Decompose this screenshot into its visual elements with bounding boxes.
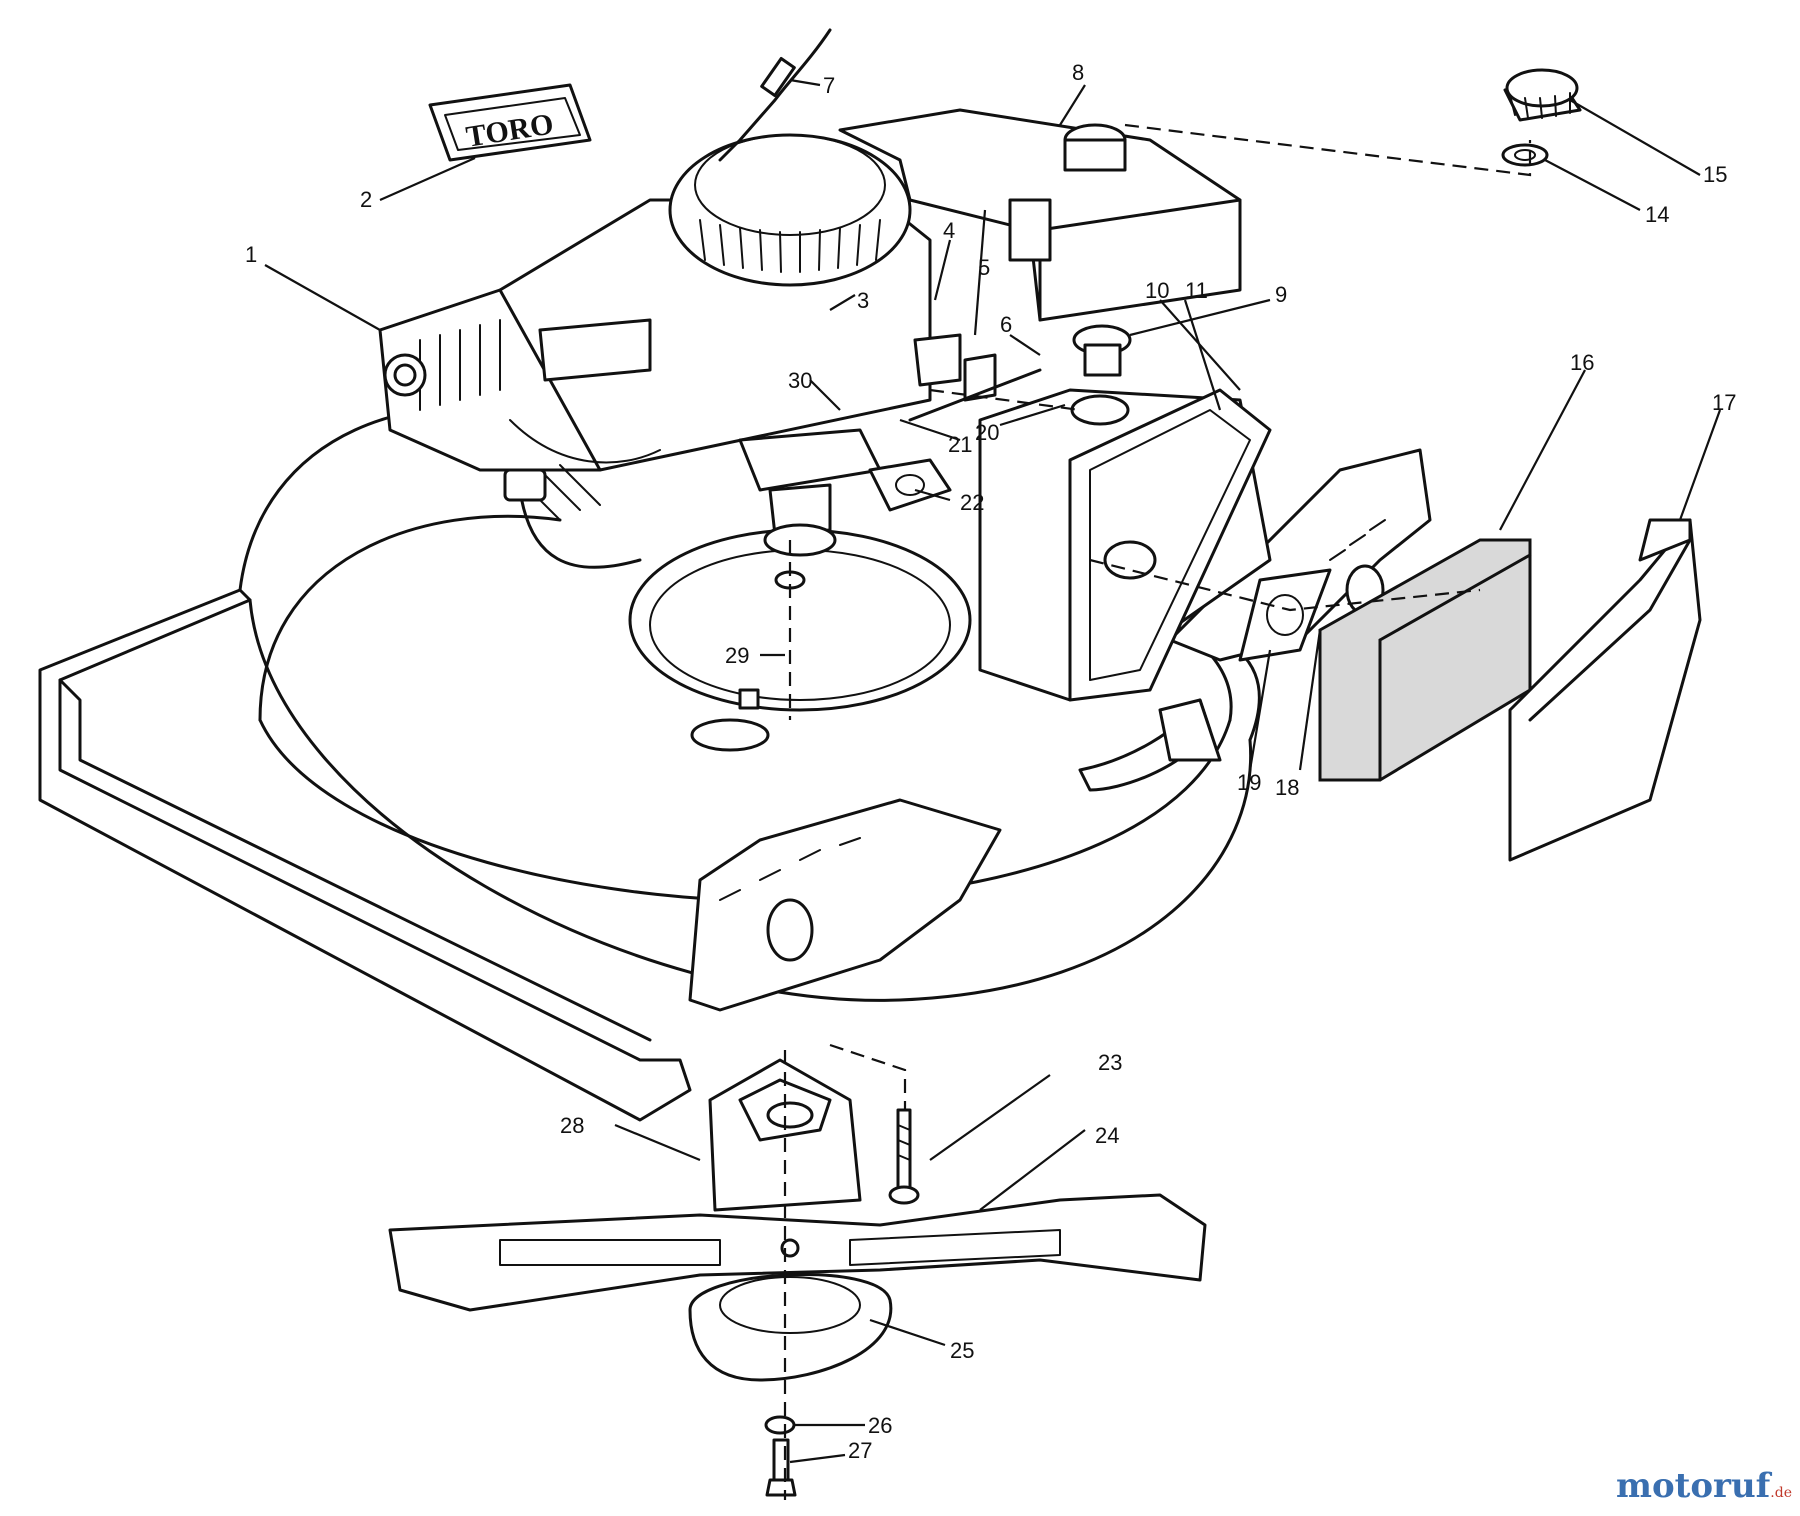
- callout-20: 20: [975, 420, 999, 445]
- blade-bolt-lower: [765, 1438, 797, 1497]
- callout-5: 5: [978, 255, 990, 280]
- air-cleaner-body: [978, 388, 1272, 702]
- callout-27: 27: [848, 1438, 872, 1463]
- toro-emblem: TORO: [428, 83, 592, 162]
- callout-3: 3: [857, 288, 869, 313]
- callout-7: 7: [823, 73, 835, 98]
- leader-lines: [264, 78, 1722, 1464]
- callout-10: 10: [1145, 278, 1169, 303]
- fuel-cap: [1503, 68, 1582, 122]
- carburetor: [738, 428, 882, 590]
- callout-28: 28: [560, 1113, 584, 1138]
- callout-15: 15: [1703, 162, 1727, 187]
- callout-11: 11: [1185, 278, 1208, 303]
- oil-fill-cap: [1072, 324, 1132, 377]
- engine: [378, 133, 932, 569]
- callout-9: 9: [1275, 282, 1287, 307]
- fuel-tank: [838, 108, 1242, 322]
- callout-25: 25: [950, 1338, 974, 1363]
- blade: [388, 1193, 1207, 1312]
- callout-30: 30: [788, 368, 812, 393]
- assembly-lines: [783, 123, 1532, 1500]
- bracket: [908, 333, 1042, 422]
- watermark-suffix: .de: [1770, 1485, 1792, 1501]
- callout-29: 29: [725, 643, 749, 668]
- callout-18: 18: [1275, 775, 1299, 800]
- callout-6: 6: [1000, 312, 1012, 337]
- callout-1: 1: [245, 242, 257, 267]
- callouts: 1 2 3 4 5 6 7 8 9 10 11 14 15 16 17 18 1…: [245, 60, 1736, 1463]
- callout-21: 21: [948, 432, 972, 457]
- callout-26: 26: [868, 1413, 892, 1438]
- callout-8: 8: [1072, 60, 1084, 85]
- callout-23: 23: [1098, 1050, 1122, 1075]
- air-cleaner-cover: [1508, 518, 1702, 862]
- callout-17: 17: [1712, 390, 1736, 415]
- throttle-cable: [718, 28, 832, 162]
- callout-22: 22: [960, 490, 984, 515]
- callout-14: 14: [1645, 202, 1669, 227]
- lock-washer: [764, 1415, 796, 1435]
- rear-baffle: [688, 798, 1002, 1012]
- gasket: [868, 458, 952, 512]
- callout-24: 24: [1095, 1123, 1119, 1148]
- watermark-main: motoruf: [1616, 1466, 1771, 1506]
- callout-2: 2: [360, 187, 372, 212]
- callout-19: 19: [1237, 770, 1261, 795]
- watermark: motoruf.de: [1616, 1466, 1792, 1506]
- blade-bolt: [888, 1108, 920, 1205]
- filter-gasket: [1238, 568, 1332, 662]
- callout-4: 4: [943, 218, 955, 243]
- blade-support: [688, 1273, 893, 1382]
- callout-16: 16: [1570, 350, 1594, 375]
- blade-adapter: [708, 1058, 862, 1212]
- cap-gasket: [1501, 143, 1549, 167]
